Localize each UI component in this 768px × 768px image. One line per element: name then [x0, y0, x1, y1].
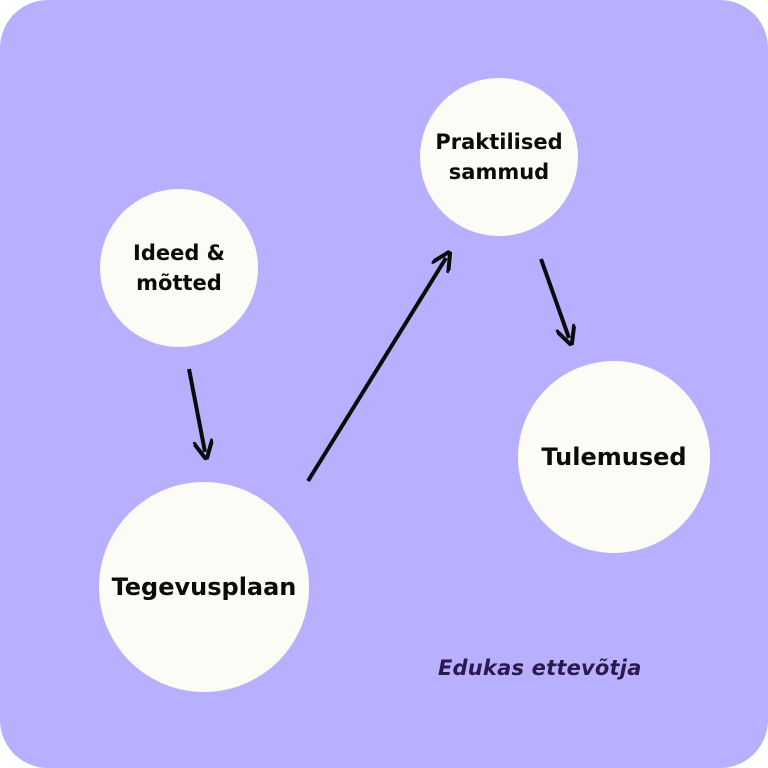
- node-ideed-motted: Ideed & mõtted: [100, 189, 258, 347]
- node-praktilised-label: Praktilised sammud: [435, 129, 563, 184]
- node-praktilised-sammud: Praktilised sammud: [420, 78, 578, 236]
- node-tegevusplaan-label: Tegevusplaan: [111, 572, 297, 601]
- brand-logo: Edukas ettevõtja: [438, 656, 642, 680]
- node-tulemused: Tulemused: [518, 361, 710, 553]
- node-tegevusplaan: Tegevusplaan: [99, 482, 309, 692]
- arrow-ideed-to-tegevusplaan: [187, 368, 205, 452]
- node-tulemused-label: Tulemused: [541, 442, 687, 471]
- arrow-praktilised-to-tulemused: [539, 258, 569, 338]
- arrow-tegevusplaan-to-praktilised: [306, 258, 446, 483]
- node-ideed-label: Ideed & mõtted: [133, 240, 225, 295]
